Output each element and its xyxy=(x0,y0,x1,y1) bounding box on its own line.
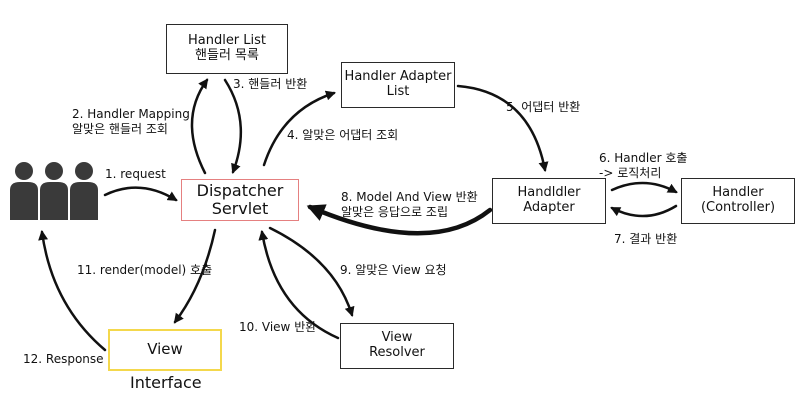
arrow-model-and-view xyxy=(306,204,493,236)
users-icon xyxy=(8,160,100,220)
step-1-label: 1. request xyxy=(105,167,166,182)
handler-line1: Handler xyxy=(712,185,764,201)
step-10-text: 10. View 반환 xyxy=(239,320,317,334)
view-box: View xyxy=(108,329,222,371)
step-2-line2: 알맞은 핸들러 조회 xyxy=(72,122,168,136)
step-11-text: 11. render(model) 호출 xyxy=(77,263,213,277)
step-9-text: 9. 알맞은 View 요청 xyxy=(340,263,447,277)
step-11-label: 11. render(model) 호출 xyxy=(77,263,212,278)
handler-controller-box: Handler (Controller) xyxy=(681,178,795,224)
dispatcher-servlet-line2: Servlet xyxy=(211,199,269,218)
step-9-label: 9. 알맞은 View 요청 xyxy=(340,263,447,278)
arrow-handler-mapping xyxy=(190,78,209,175)
arrow-adapter-lookup xyxy=(262,90,336,167)
arrow-handler-return xyxy=(223,78,243,174)
view-resolver-line2: Resolver xyxy=(369,345,425,360)
arrow-request xyxy=(103,186,178,202)
handler-adapter-line2: Adapter xyxy=(523,200,575,215)
step-3-text: 3. 핸들러 반환 xyxy=(233,77,308,91)
step-8-label: 8. Model And View 반환 알맞은 응답으로 조립 xyxy=(341,190,478,220)
step-1-text: 1. request xyxy=(105,167,166,181)
step-2-label: 2. Handler Mapping 알맞은 핸들러 조회 xyxy=(72,107,190,137)
step-7-label: 7. 결과 반환 xyxy=(614,232,677,247)
handler-adapter-list-line2: List xyxy=(386,84,410,99)
handler-adapter-list-line1: Handler Adapter xyxy=(344,69,452,85)
step-4-text: 4. 알맞은 어댑터 조회 xyxy=(287,128,399,142)
arrow-result-return xyxy=(610,204,678,218)
arrow-response xyxy=(38,230,107,352)
step-10-label: 10. View 반환 xyxy=(239,320,316,335)
handler-adapter-box: Handldler Adapter xyxy=(492,178,606,224)
handler-line2: (Controller) xyxy=(700,200,776,215)
step-6-line2: -> 로직처리 xyxy=(599,166,662,180)
handler-adapter-line1: Handldler xyxy=(517,185,581,201)
step-2-line1: 2. Handler Mapping xyxy=(72,107,190,121)
arrow-adapter-return xyxy=(456,84,549,172)
step-7-text: 7. 결과 반환 xyxy=(614,232,678,246)
dispatcher-servlet-line1: Dispatcher xyxy=(196,180,284,200)
view-resolver-box: View Resolver xyxy=(340,323,454,369)
step-5-text: 5. 어댑터 반환 xyxy=(506,100,581,114)
view-resolver-line1: View xyxy=(381,330,413,346)
arrow-render xyxy=(173,228,217,324)
step-6-line1: 6. Handler 호출 xyxy=(599,151,688,165)
step-8-line1: 8. Model And View 반환 xyxy=(341,190,478,204)
view-label: View xyxy=(147,340,183,359)
dispatcher-servlet-box: Dispatcher Servlet xyxy=(181,179,299,221)
handler-list-box: Handler List 핸들러 목록 xyxy=(166,24,288,74)
arrow-view-return xyxy=(258,230,340,340)
handler-list-title: Handler List xyxy=(187,33,267,49)
step-8-line2: 알맞은 응답으로 조립 xyxy=(341,205,448,219)
step-5-label: 5. 어댑터 반환 xyxy=(506,100,580,115)
step-12-text: 12. Response xyxy=(23,352,104,366)
step-12-label: 12. Response xyxy=(23,352,104,367)
arrow-view-request xyxy=(268,226,355,317)
step-6-label: 6. Handler 호출 -> 로직처리 xyxy=(599,151,687,181)
step-3-label: 3. 핸들러 반환 xyxy=(233,77,307,92)
handler-adapter-list-box: Handler Adapter List xyxy=(341,62,455,108)
interface-label: Interface xyxy=(130,373,202,392)
step-4-label: 4. 알맞은 어댑터 조회 xyxy=(287,128,398,143)
handler-list-subtitle: 핸들러 목록 xyxy=(195,48,259,63)
arrow-handler-call xyxy=(610,181,678,194)
